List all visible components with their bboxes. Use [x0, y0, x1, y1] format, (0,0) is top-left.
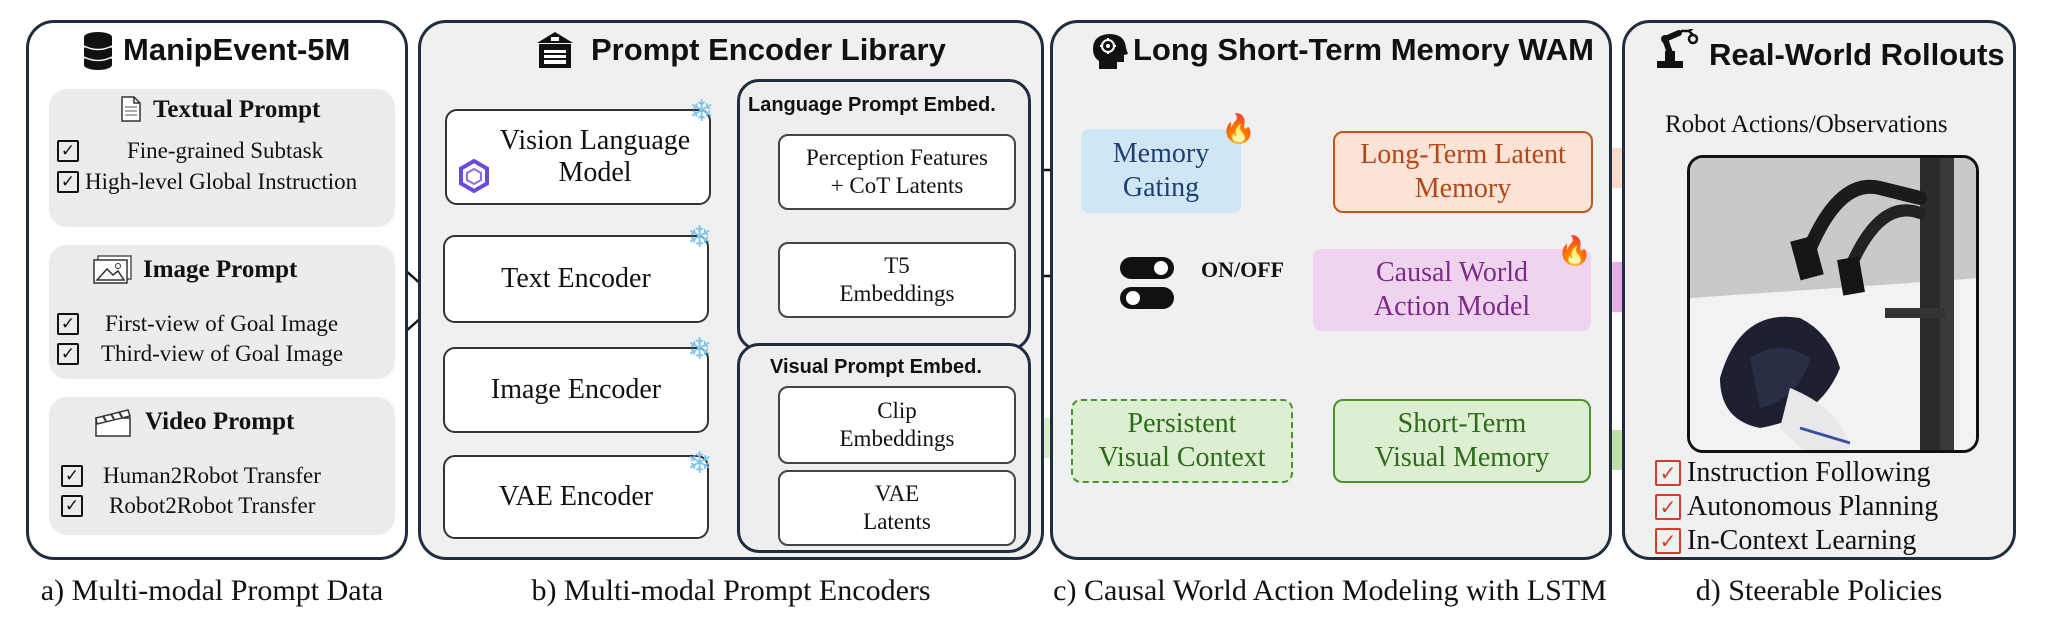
panel-rollouts: Real-World Rollouts Robot Actions/Observ… — [1622, 20, 2016, 560]
checkbox-icon: ✓ — [61, 495, 83, 517]
switch-label: ON/OFF — [1201, 257, 1285, 282]
video-prompt-title: Video Prompt — [145, 408, 295, 435]
image-encoder-box: Image Encoder — [443, 347, 709, 433]
panel-d-title: Real-World Rollouts — [1709, 37, 2005, 72]
vision-language-model-box: Vision Language Model — [445, 109, 711, 205]
check-icon: ✓ — [1655, 528, 1681, 554]
snowflake-icon: ❄ — [687, 446, 713, 481]
clapperboard-icon — [95, 407, 131, 442]
short-term-visual-memory-box: Short-Term Visual Memory — [1333, 399, 1591, 483]
image-prompt-box: Image Prompt ✓First-view of Goal Image ✓… — [49, 245, 395, 379]
fire-icon: 🔥 — [1557, 234, 1592, 267]
language-group-title: Language Prompt Embed. — [748, 94, 996, 116]
video-prompt-box: Video Prompt ✓Human2Robot Transfer ✓Robo… — [49, 397, 395, 535]
checklist-item: ✓High-level Global Instruction — [57, 169, 357, 195]
perception-features-box: Perception Features + CoT Latents — [778, 134, 1016, 210]
checkbox-icon: ✓ — [57, 140, 79, 162]
persistent-visual-context-box: Persistent Visual Context — [1071, 399, 1293, 483]
checkbox-icon: ✓ — [57, 313, 79, 335]
panel-c-title: Long Short-Term Memory WAM — [1133, 32, 1594, 67]
visual-group-title: Visual Prompt Embed. — [770, 356, 982, 378]
snowflake-icon: ❄ — [687, 220, 713, 255]
rollout-subtitle: Robot Actions/Observations — [1665, 111, 1948, 138]
policy-item: ✓Instruction Following — [1655, 457, 1930, 489]
caption-d: d) Steerable Policies — [1695, 574, 1943, 607]
policy-item: ✓In-Context Learning — [1655, 525, 1916, 557]
database-icon — [83, 31, 113, 71]
language-prompt-embed-group: Language Prompt Embed. Perception Featur… — [737, 79, 1031, 351]
textual-prompt-title: Textual Prompt — [153, 96, 321, 123]
panel-prompt-data: ManipEvent-5M Textual Prompt ✓Fine-grain… — [26, 20, 408, 560]
checkbox-icon: ✓ — [57, 171, 79, 193]
caption-b: b) Multi-modal Prompt Encoders — [531, 574, 931, 607]
image-icon — [93, 255, 133, 290]
vae-encoder-box: VAE Encoder — [443, 455, 709, 539]
image-prompt-title: Image Prompt — [143, 256, 298, 283]
caption-a: a) Multi-modal Prompt Data — [40, 574, 384, 607]
clip-embeddings-box: Clip Embeddings — [778, 386, 1016, 464]
memory-gating-box: Memory Gating — [1081, 129, 1241, 213]
causal-world-action-model-box: Causal World Action Model — [1313, 249, 1591, 331]
snowflake-icon: ❄ — [689, 94, 715, 129]
checklist-item: ✓Robot2Robot Transfer — [61, 493, 315, 519]
textual-prompt-box: Textual Prompt ✓Fine-grained Subtask ✓Hi… — [49, 89, 395, 227]
checkbox-icon: ✓ — [57, 343, 79, 365]
library-icon — [535, 29, 575, 74]
checklist-item: ✓Third-view of Goal Image — [57, 341, 343, 367]
t5-embeddings-box: T5 Embeddings — [778, 242, 1016, 318]
fire-icon: 🔥 — [1221, 112, 1256, 145]
panel-b-title: Prompt Encoder Library — [591, 32, 946, 67]
panel-prompt-encoders: Prompt Encoder Library Vision Language M… — [418, 20, 1044, 560]
panel-lstm-wam: Long Short-Term Memory WAM Memory Gating… — [1050, 20, 1612, 560]
text-encoder-box: Text Encoder — [443, 235, 709, 323]
panel-a-title: ManipEvent-5M — [123, 32, 351, 67]
robot-rollout-photo — [1687, 155, 1979, 453]
robot-arm-icon — [1653, 27, 1699, 74]
check-icon: ✓ — [1655, 494, 1681, 520]
checklist-item: ✓First-view of Goal Image — [57, 311, 338, 337]
snowflake-icon: ❄ — [687, 332, 713, 367]
caption-c: c) Causal World Action Modeling with LST… — [1053, 574, 1607, 607]
toggle-switch-icon — [1119, 255, 1175, 316]
checklist-item: ✓Fine-grained Subtask — [57, 138, 323, 164]
brain-icon — [1091, 31, 1129, 76]
long-term-memory-box: Long-Term Latent Memory — [1333, 131, 1593, 213]
document-icon — [121, 96, 141, 127]
checklist-item: ✓Human2Robot Transfer — [61, 463, 321, 489]
visual-prompt-embed-group: Visual Prompt Embed. Clip Embeddings VAE… — [737, 343, 1031, 553]
checkbox-icon: ✓ — [61, 465, 83, 487]
qwen-logo-icon — [457, 158, 491, 198]
check-icon: ✓ — [1655, 460, 1681, 486]
vae-latents-box: VAE Latents — [778, 470, 1016, 546]
policy-item: ✓Autonomous Planning — [1655, 491, 1938, 523]
